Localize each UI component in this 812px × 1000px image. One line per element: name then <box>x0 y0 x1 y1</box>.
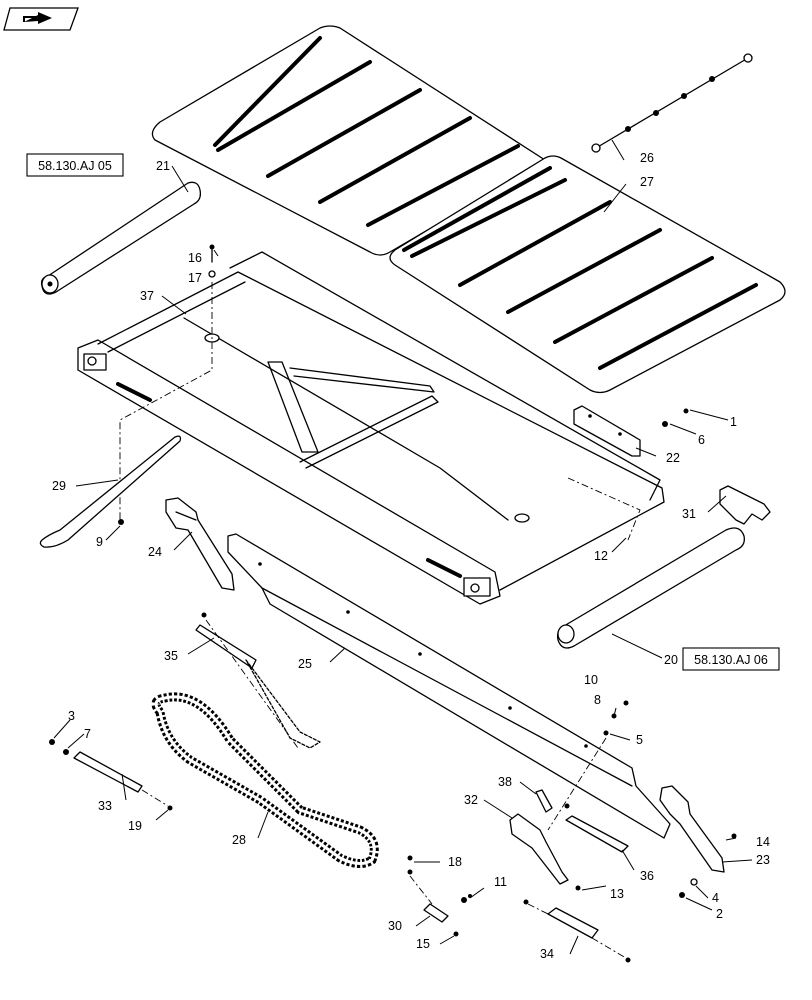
assembly-line-35 <box>205 619 299 749</box>
callout-16[interactable]: 16 <box>188 251 202 265</box>
assembly-line-5 <box>547 737 607 831</box>
reference-box-right[interactable]: 58.130.AJ 06 <box>682 647 780 671</box>
callout-11[interactable]: 11 <box>494 875 507 889</box>
callout-9[interactable]: 9 <box>96 535 103 549</box>
washer-4 <box>690 878 698 886</box>
callout-37[interactable]: 37 <box>140 289 154 303</box>
callout-22[interactable]: 22 <box>666 451 680 465</box>
callout-29[interactable]: 29 <box>52 479 66 493</box>
callout-18[interactable]: 18 <box>448 855 462 869</box>
bracket-24 <box>165 497 235 591</box>
nut-3 <box>49 739 55 745</box>
plate-shadow <box>245 659 321 749</box>
clip-11 <box>461 894 472 903</box>
callout-10[interactable]: 10 <box>584 673 598 687</box>
bolt-16 <box>209 244 215 263</box>
assembly-line-19 <box>141 789 169 807</box>
callout-21[interactable]: 21 <box>156 159 170 173</box>
callout-12[interactable]: 12 <box>594 549 608 563</box>
belt-deck <box>151 25 786 394</box>
callout-36[interactable]: 36 <box>640 869 654 883</box>
tension-plate-35 <box>195 612 257 669</box>
callout-7[interactable]: 7 <box>84 727 91 741</box>
callout-13[interactable]: 13 <box>610 887 624 901</box>
plate-34 <box>547 907 599 939</box>
reference-box-left[interactable]: 58.130.AJ 05 <box>26 153 124 177</box>
reference-text-left: 58.130.AJ 05 <box>38 159 112 173</box>
bracket-38 <box>535 789 553 813</box>
callout-4[interactable]: 4 <box>712 891 719 905</box>
chain-28 <box>151 692 379 868</box>
bolt-15 <box>453 931 459 937</box>
nut-34 <box>625 957 631 963</box>
callout-32[interactable]: 32 <box>464 793 478 807</box>
reference-text-right: 58.130.AJ 06 <box>694 653 768 667</box>
callout-38[interactable]: 38 <box>498 775 512 789</box>
callout-8[interactable]: 8 <box>594 693 601 707</box>
callout-19[interactable]: 19 <box>128 819 142 833</box>
callout-20[interactable]: 20 <box>664 653 678 667</box>
strip-22 <box>573 405 641 457</box>
assembly-line-30 <box>409 875 433 905</box>
nut-5 <box>603 730 609 736</box>
washer-7 <box>63 749 69 755</box>
callout-5[interactable]: 5 <box>636 733 643 747</box>
washer-6 <box>662 421 668 427</box>
assembly-line-34b <box>591 937 627 959</box>
bolt-34 <box>523 899 529 905</box>
bracket-31 <box>719 485 771 525</box>
callout-26[interactable]: 26 <box>640 151 654 165</box>
drive-shaft <box>591 53 753 153</box>
nut-2 <box>679 892 685 898</box>
callout-34[interactable]: 34 <box>540 947 554 961</box>
bolt-10 <box>623 700 629 706</box>
bolt-9 <box>118 519 124 525</box>
wiper-blade <box>39 435 182 548</box>
plate-30 <box>423 903 449 923</box>
callout-25[interactable]: 25 <box>298 657 312 671</box>
bracket-23 <box>659 785 725 873</box>
callout-17[interactable]: 17 <box>188 271 202 285</box>
callout-33[interactable]: 33 <box>98 799 112 813</box>
tension-plate-36 <box>564 803 629 853</box>
bolt-14 <box>731 833 737 839</box>
callout-28[interactable]: 28 <box>232 833 246 847</box>
assembly-line-9 <box>119 282 213 520</box>
leader-lines <box>53 139 753 955</box>
bracket-32 <box>509 813 569 885</box>
bolt-13 <box>575 885 581 891</box>
callout-14[interactable]: 14 <box>756 835 770 849</box>
assembly-line-34 <box>527 903 549 915</box>
callout-3[interactable]: 3 <box>68 709 75 723</box>
washer-18 <box>407 869 413 875</box>
callout-23[interactable]: 23 <box>756 853 770 867</box>
right-roller <box>556 527 745 649</box>
callout-6[interactable]: 6 <box>698 433 705 447</box>
washer-17 <box>208 270 216 278</box>
callout-27[interactable]: 27 <box>640 175 654 189</box>
callout-labels: 1 2 3 4 5 6 7 8 9 10 11 12 13 14 15 16 1… <box>52 151 770 961</box>
callout-31[interactable]: 31 <box>682 507 696 521</box>
side-guide-25 <box>227 533 671 839</box>
callout-35[interactable]: 35 <box>164 649 178 663</box>
frame <box>77 251 665 605</box>
bolt-1 <box>683 408 689 414</box>
bolt-19 <box>167 805 173 811</box>
callout-2[interactable]: 2 <box>716 907 723 921</box>
bolt-18 <box>407 855 413 861</box>
next-page-arrow-icon[interactable] <box>3 7 79 31</box>
left-roller <box>40 181 202 295</box>
callout-30[interactable]: 30 <box>388 919 402 933</box>
assembly-line-12 <box>567 477 641 541</box>
callout-24[interactable]: 24 <box>148 545 162 559</box>
plate-33 <box>73 751 143 793</box>
callout-1[interactable]: 1 <box>730 415 737 429</box>
callout-15[interactable]: 15 <box>416 937 430 951</box>
